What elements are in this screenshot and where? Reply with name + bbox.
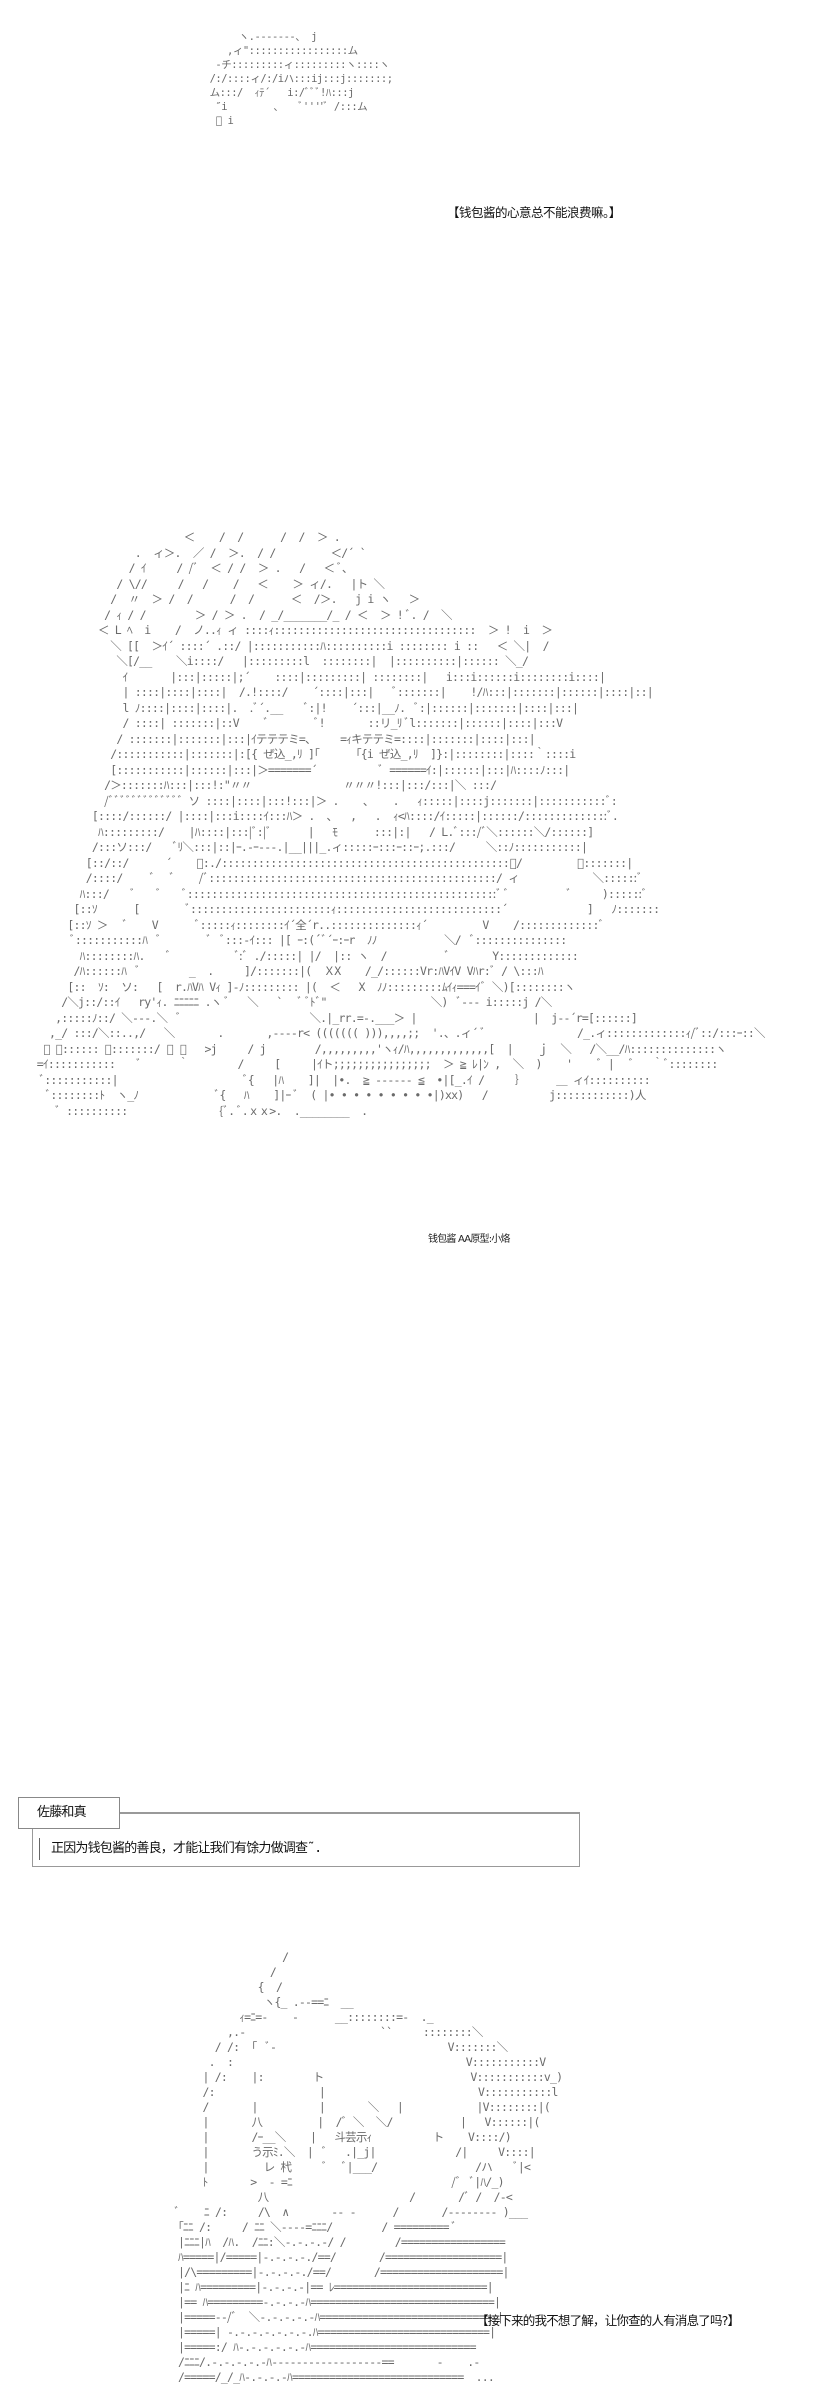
ascii-art-figure-1: ヽ.--‐‐‐‐-、 j ,ィ":::::::::::::::::ム -チ:::… (0, 30, 765, 2384)
dialogue-textbox: 正因为钱包酱的善良，才能让我们有馀力做调查˜. (32, 1812, 580, 1867)
textbox-indicator-line (39, 1838, 40, 1860)
speech-line-3: 【接下来的我不想了解，让你查的人有消息了吗?】 (476, 2313, 740, 2328)
speaker-name: 佐藤和真 (37, 1805, 87, 1820)
speech-line-1: 【钱包酱的心意总不能浪费嘛。】 (447, 205, 621, 220)
speaker-name-box: 佐藤和真 (18, 1797, 120, 1829)
ascii-art-figure-2: ＜ / / / / ＞ . . ィ＞. ／ / ＞. / / ＜/´ ` / ｲ… (0, 530, 765, 2384)
dialogue-text: 正因为钱包酱的善良，才能让我们有馀力做调查˜. (51, 1841, 322, 1856)
art-credit: 钱包酱 AA原型:小烙 (428, 1234, 511, 1245)
